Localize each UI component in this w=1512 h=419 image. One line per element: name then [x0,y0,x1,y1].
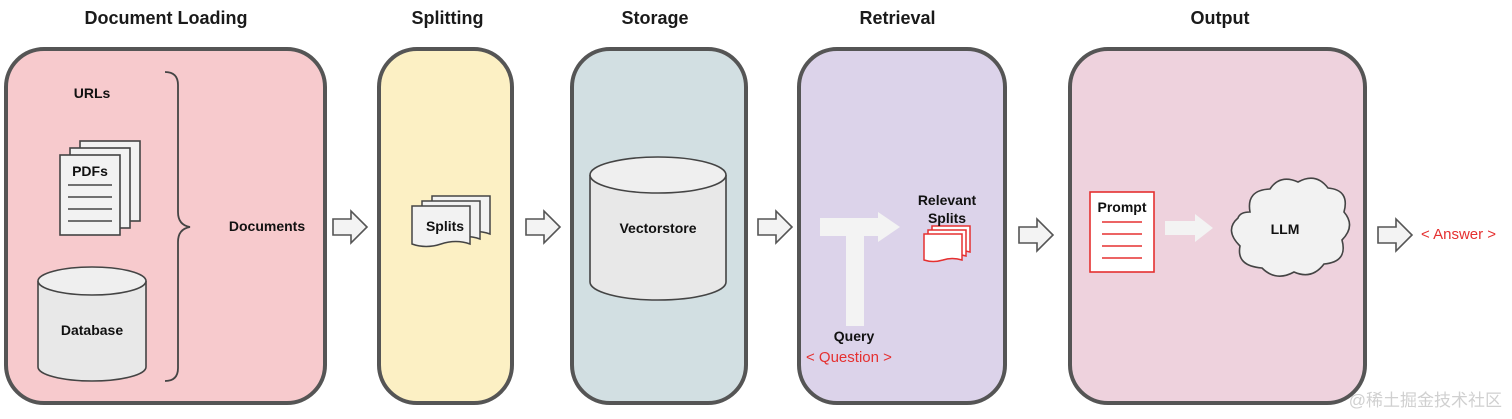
output-to-answer-arrow [1377,217,1414,253]
pdf-document-icon [59,140,141,236]
relevant-splits-icon [923,225,971,263]
vectorstore-label: Vectorstore [619,220,697,236]
stage-title-retrieval: Retrieval [859,8,936,28]
prompt-label: Prompt [1097,199,1147,215]
storage-to-retrieval-arrow [757,209,794,245]
stage-title-splitting: Splitting [411,8,484,28]
database-cylinder-icon [37,266,147,382]
stage-title-document-loading: Document Loading [84,8,248,28]
retrieval-to-output-arrow [1018,217,1055,253]
answer-placeholder: < Answer > [1421,226,1497,243]
stage-title-output: Output [1190,8,1250,28]
splitting-panel [377,47,514,405]
watermark-text: @稀土掘金技术社区 [1348,391,1502,410]
splits-label: Splits [425,218,465,234]
query-label: Query [833,328,875,344]
prompt-to-llm-arrow [1165,214,1213,242]
urls-label: URLs [73,85,111,101]
loading-to-splitting-arrow [332,209,369,245]
curly-brace-icon [164,71,191,382]
splitting-to-storage-arrow [525,209,562,245]
llm-cloud-icon [1230,177,1351,277]
documents-label: Documents [228,218,306,234]
splits-stack-icon [411,195,491,248]
stage-title-storage: Storage [621,8,689,28]
pdfs-label: PDFs [72,163,108,179]
prompt-document-icon [1089,191,1155,273]
vectorstore-cylinder-icon [589,156,727,301]
question-placeholder: < Question > [806,349,892,366]
llm-label: LLM [1270,221,1300,237]
database-label: Database [60,322,124,338]
query-flow-arrow [820,212,900,326]
relevant-splits-label: Relevant Splits [917,192,977,226]
